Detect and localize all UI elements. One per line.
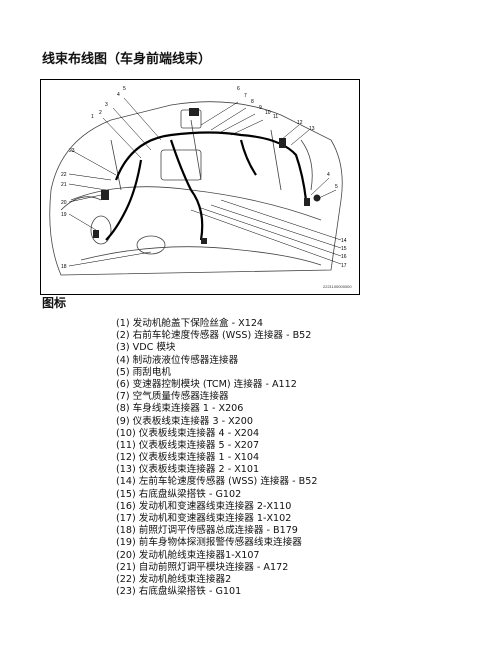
callout-2: 2 <box>99 110 102 116</box>
callout-10: 10 <box>265 110 271 116</box>
callout-21: 21 <box>61 182 67 188</box>
legend-item: (23) 右底盘纵梁搭铁 - G101 <box>116 586 242 598</box>
legend-item: (7) 空气质量传感器连接器 <box>116 391 229 403</box>
legend-item: (14) 左前车轮速度传感器 (WSS) 连接器 - B52 <box>116 476 318 488</box>
legend-item: (1) 发动机舱盖下保险丝盒 - X124 <box>116 318 264 329</box>
legend-list: (1) 发动机舱盖下保险丝盒 - X124 (2) 右前车轮速度传感器 (WSS… <box>116 318 317 598</box>
legend-item: (8) 车身线束连接器 1 - X206 <box>116 403 244 415</box>
callout-22: 22 <box>61 172 67 178</box>
legend-item: (17) 发动机和变速器线束连接器 1-X102 <box>116 513 292 524</box>
callout-20: 20 <box>61 200 67 206</box>
figure-image-code: 2221100000000 <box>323 284 352 289</box>
callout-13: 13 <box>309 126 315 132</box>
legend-item: (15) 右底盘纵梁搭铁 - G102 <box>116 488 242 500</box>
callout-4: 4 <box>117 92 120 98</box>
legend-item: (18) 前照灯调平传感器总成连接器 - B179 <box>116 525 298 537</box>
callout-18: 18 <box>61 264 67 270</box>
legend-item: (10) 仪表板线束连接器 4 - X204 <box>116 427 260 439</box>
legend-item: (13) 仪表板线束连接器 2 - X101 <box>116 464 260 476</box>
callout-19: 19 <box>61 212 67 218</box>
callout-7: 7 <box>244 93 247 99</box>
callout-1: 1 <box>91 114 94 120</box>
legend-item: (11) 仪表板线束连接器 5 - X207 <box>116 439 260 451</box>
callout-6: 6 <box>237 86 240 92</box>
legend-item: (5) 雨刮电机 <box>116 366 172 378</box>
callout-16: 16 <box>341 254 347 260</box>
callout-8: 8 <box>251 99 254 105</box>
wiring-diagram-figure: 5 4 3 2 1 6 7 8 9 10 11 12 13 4 5 14 15 … <box>40 79 360 295</box>
callout-9: 9 <box>259 105 262 111</box>
callout-4b: 4 <box>327 172 330 178</box>
legend-item: (6) 变速器控制模块 (TCM) 连接器 - A112 <box>116 378 297 390</box>
legend-item: (3) VDC 模块 <box>116 342 176 354</box>
callout-15: 15 <box>341 246 347 252</box>
legend-item: (4) 制动液液位传感器连接器 <box>116 354 239 366</box>
legend-heading: 图标 <box>42 296 67 310</box>
legend-item: (12) 仪表板线束连接器 1 - X104 <box>116 452 260 464</box>
callout-23: 23 <box>69 148 75 154</box>
legend-item: (2) 右前车轮速度传感器 (WSS) 连接器 - B52 <box>116 330 312 342</box>
legend-item: (22) 发动机舱线束连接器2 <box>116 573 232 585</box>
legend-item: (9) 仪表板线束连接器 3 - X200 <box>116 415 253 427</box>
legend-item: (19) 前车身物体探测报警传感器线束连接器 <box>116 537 302 549</box>
legend-item: (16) 发动机和变速器线束连接器 2-X110 <box>116 500 292 512</box>
callout-3: 3 <box>105 102 108 108</box>
callout-17: 17 <box>341 263 347 269</box>
callout-5b: 5 <box>335 184 338 190</box>
callout-5: 5 <box>123 86 126 92</box>
legend-item: (20) 发动机舱线束连接器1-X107 <box>116 549 260 561</box>
callout-14: 14 <box>341 238 347 244</box>
page-title: 线束布线图（车身前端线束） <box>42 52 212 67</box>
wiring-diagram-illustration: 5 4 3 2 1 6 7 8 9 10 11 12 13 4 5 14 15 … <box>49 86 352 289</box>
callout-12: 12 <box>297 120 303 126</box>
legend-item: (21) 自动前照灯调平模块连接器 - A172 <box>116 561 289 573</box>
callout-11: 11 <box>273 114 278 120</box>
